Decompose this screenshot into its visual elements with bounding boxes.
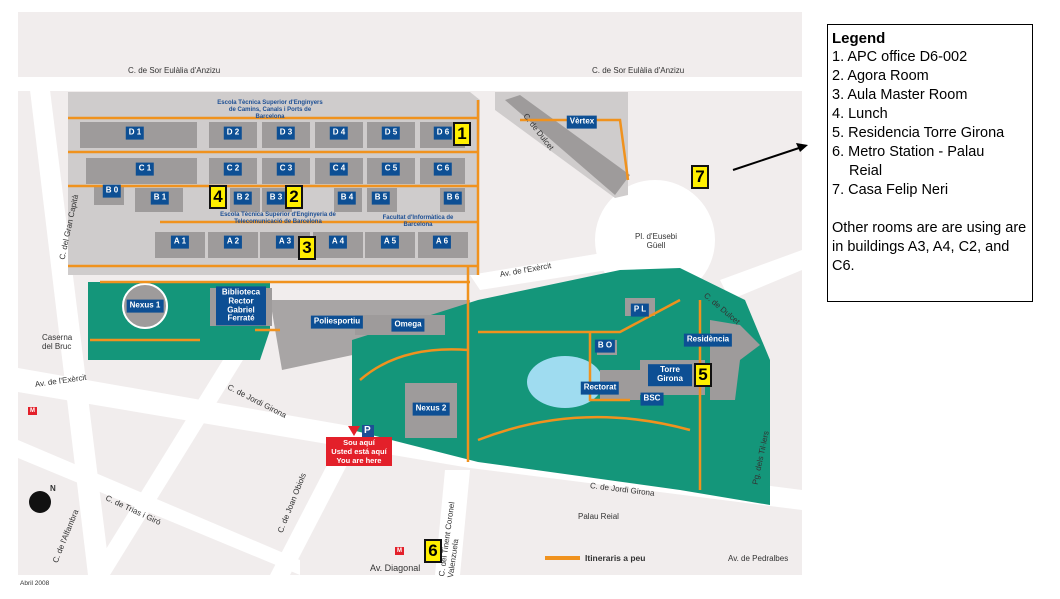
building-b5: B 5 (371, 191, 391, 205)
street-label: C. de Sor Eulàlia d'Anzizu (592, 66, 685, 75)
building-c5: C 5 (381, 162, 401, 176)
metro-station-label: Av. Diagonal (370, 563, 421, 573)
you-are-here-pointer-icon (348, 426, 360, 436)
building-c1: C 1 (135, 162, 155, 176)
place-label: Palau Reial (578, 512, 619, 521)
legend-item: 3. Aula Master Room (832, 87, 968, 103)
building-d6: D 6 (433, 126, 453, 140)
building-biblioteca: Biblioteca Rector Gabriel Ferraté (216, 286, 266, 326)
legend-item: 7. Casa Felip Neri (832, 182, 949, 198)
north-arrow-icon (29, 491, 51, 513)
marker-3: 3 (298, 236, 316, 260)
building-a4: A 4 (328, 235, 348, 249)
building-d4: D 4 (329, 126, 349, 140)
building-b2: B 2 (233, 191, 253, 205)
metro-icon: M (28, 407, 37, 415)
building-c4: C 4 (329, 162, 349, 176)
legend-item: 4. Lunch (832, 106, 888, 122)
building-d2: D 2 (223, 126, 243, 140)
you-are-here-sign: Sou aquí Usted está aquí You are here (326, 437, 392, 466)
building-nexus1: Nexus 1 (126, 299, 164, 313)
building-c3: C 3 (276, 162, 296, 176)
building-pl: P L (630, 303, 650, 317)
parking-icon: P (364, 425, 371, 436)
place-label: Pl. d'Eusebi Güell (635, 232, 677, 250)
building-residencia: Residència (683, 333, 733, 347)
legend-item: Reial (849, 163, 883, 179)
place-label: Caserna del Bruc (42, 333, 73, 351)
walking-paths (68, 100, 702, 490)
marker-5: 5 (694, 363, 712, 387)
building-d1: D 1 (125, 126, 145, 140)
north-label: N (50, 484, 56, 493)
street-label: Av. de Pedralbes (728, 554, 789, 563)
building-d3: D 3 (276, 126, 296, 140)
legend-item: 1. APC office D6-002 (832, 49, 968, 65)
building-a3: A 3 (275, 235, 295, 249)
legend-item: 6. Metro Station - Palau (832, 144, 985, 160)
building-b6: B 6 (443, 191, 463, 205)
marker-4: 4 (209, 185, 227, 209)
school-label: Facultat d'Informàtica de Barcelona (382, 215, 454, 228)
legend-note: Other rooms are are using are in buildin… (832, 220, 1027, 274)
building-c6: C 6 (433, 162, 453, 176)
legend-item: 5. Residencia Torre Girona (832, 125, 1005, 141)
date-label: Abril 2008 (20, 580, 50, 587)
here-line: Sou aquí (343, 438, 375, 447)
building-a6: A 6 (432, 235, 452, 249)
marker-7: 7 (691, 165, 709, 189)
legend-title: Legend (832, 30, 886, 47)
here-line: You are here (336, 456, 382, 465)
school-label: Escola Tècnica Superior d'Enginyeria de … (220, 212, 336, 225)
building-nexus2: Nexus 2 (412, 402, 450, 416)
building-a5: A 5 (380, 235, 400, 249)
building-torre-girona: Torre Girona (648, 364, 692, 386)
here-line: Usted está aquí (331, 447, 387, 456)
building-rectorat: Rectorat (580, 381, 620, 395)
building-b1: B 1 (150, 191, 170, 205)
building-b4: B 4 (337, 191, 357, 205)
building-bo: B O (594, 339, 616, 353)
building-a1: A 1 (170, 235, 190, 249)
school-label: Escola Tècnica Superior d'Enginyers de C… (217, 100, 323, 120)
metro-icon: M (395, 547, 404, 555)
walking-routes-legend: Itineraris a peu (585, 553, 646, 563)
legend-box: Legend 1. APC office D6-002 2. Agora Roo… (827, 24, 1033, 302)
building-vertex: Vèrtex (566, 115, 598, 129)
building-omega: Omega (391, 318, 425, 332)
building-b3: B 3 (266, 191, 286, 205)
legend-item: 2. Agora Room (832, 68, 929, 84)
building-b0: B 0 (102, 184, 122, 198)
marker-1: 1 (453, 122, 471, 146)
building-c2: C 2 (223, 162, 243, 176)
building-a2: A 2 (223, 235, 243, 249)
building-bsc: BSC (640, 392, 664, 406)
street-label: C. de Sor Eulàlia d'Anzizu (128, 66, 221, 75)
building-d5: D 5 (381, 126, 401, 140)
marker-6: 6 (424, 539, 442, 563)
building-poliesportiu: Poliesportiu (310, 315, 364, 329)
marker-2: 2 (285, 185, 303, 209)
